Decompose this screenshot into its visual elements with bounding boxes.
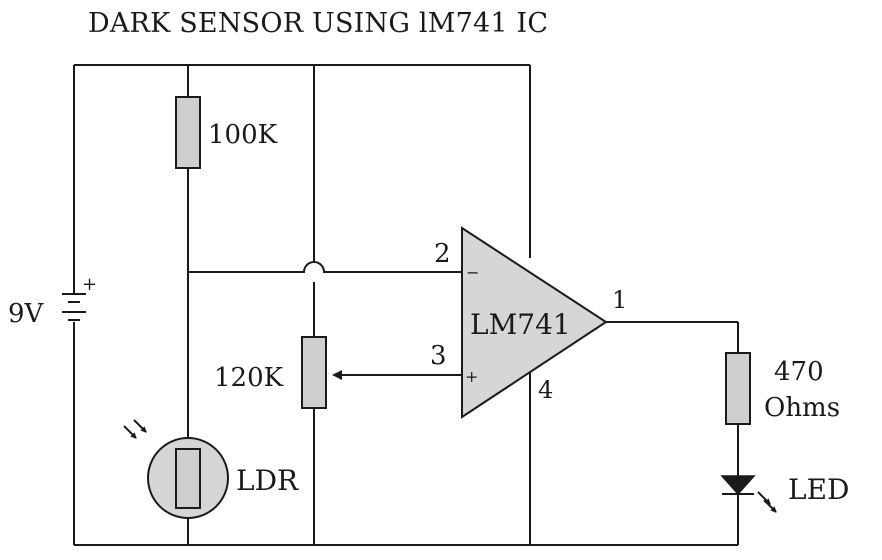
- resistor-470-ohms: [725, 352, 751, 425]
- battery-9v: +: [62, 274, 97, 321]
- ldr-element: [175, 448, 201, 509]
- wires: [73, 64, 739, 546]
- resistor-100k: [175, 96, 201, 169]
- op-amp-label: LM741: [470, 308, 571, 341]
- ldr-label: LDR: [236, 464, 299, 497]
- inverting-input-wire: [188, 261, 462, 273]
- pin-4-label: 4: [538, 376, 553, 404]
- incoming-light-arrows-icon: [123, 419, 147, 439]
- resistor-470-unit: Ohms: [764, 393, 840, 423]
- pin-3-label: 3: [430, 341, 447, 371]
- led: [720, 475, 756, 496]
- inverting-input-sign: −: [466, 263, 479, 282]
- potentiometer-120k: [301, 336, 327, 409]
- ldr-sensor: [147, 437, 229, 519]
- pin-1-label: 1: [612, 286, 627, 314]
- non-inverting-input-sign: +: [465, 367, 478, 386]
- led-diode-icon: [720, 475, 756, 496]
- pin-2-label: 2: [434, 239, 451, 269]
- resistor-100k-label: 100K: [208, 120, 278, 150]
- diagram-title: DARK SENSOR USING lM741 IC: [88, 8, 549, 39]
- supply-label: 9V: [8, 299, 45, 329]
- outgoing-light-arrows-icon: [757, 491, 777, 513]
- op-amp-lm741: [461, 226, 608, 419]
- resistor-470-value: 470: [774, 357, 824, 387]
- potentiometer-label: 120K: [214, 363, 284, 393]
- led-label: LED: [788, 473, 849, 506]
- battery-plus-sign: +: [82, 274, 97, 295]
